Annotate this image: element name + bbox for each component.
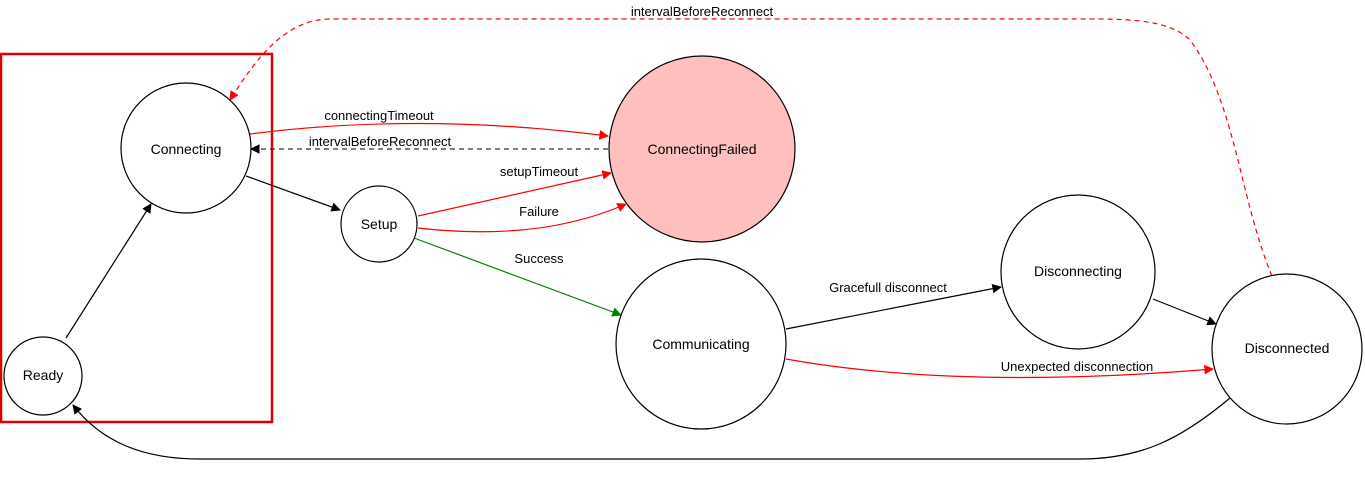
- edge-disconnected-to-ready: [72, 397, 1231, 460]
- node-disconnecting-label: Disconnecting: [1034, 263, 1122, 279]
- edge-failure: [417, 203, 627, 233]
- node-communicating-label: Communicating: [652, 336, 749, 352]
- label-interval-short: intervalBeforeReconnect: [309, 134, 452, 149]
- edge-gracefull: [785, 283, 1002, 330]
- node-ready[interactable]: [3, 336, 83, 416]
- node-disconnecting[interactable]: [1000, 194, 1156, 350]
- highlight-box: [0, 52, 274, 424]
- edge-success: [413, 237, 622, 317]
- label-failure: Failure: [519, 204, 559, 219]
- edge-setup-timeout: [417, 170, 612, 217]
- edge-unexpected: [785, 358, 1214, 379]
- label-interval-long: intervalBeforeReconnect: [631, 4, 774, 19]
- node-communicating[interactable]: [615, 258, 787, 430]
- edge-connecting-to-setup: [245, 175, 341, 212]
- label-success: Success: [514, 251, 564, 266]
- node-disconnected[interactable]: [1211, 273, 1363, 425]
- node-setup[interactable]: [340, 185, 418, 263]
- node-connecting-failed-label: ConnectingFailed: [648, 141, 757, 157]
- edge-interval-long: [229, 18, 1273, 277]
- label-gracefull: Gracefull disconnect: [829, 280, 947, 295]
- node-setup-label: Setup: [361, 216, 398, 232]
- edge-disconnecting-to-disconnected: [1152, 298, 1217, 326]
- edge-connecting-timeout: [249, 122, 609, 140]
- node-ready-label: Ready: [23, 367, 63, 383]
- node-connecting-label: Connecting: [151, 141, 222, 157]
- node-disconnected-label: Disconnected: [1245, 340, 1330, 356]
- edge-ready-to-connecting: [65, 203, 152, 339]
- node-connecting-failed[interactable]: [608, 55, 796, 243]
- node-connecting[interactable]: [120, 82, 252, 214]
- label-setup-timeout: setupTimeout: [500, 164, 579, 179]
- label-unexpected: Unexpected disconnection: [1001, 359, 1154, 374]
- label-connecting-timeout: connectingTimeout: [324, 108, 434, 123]
